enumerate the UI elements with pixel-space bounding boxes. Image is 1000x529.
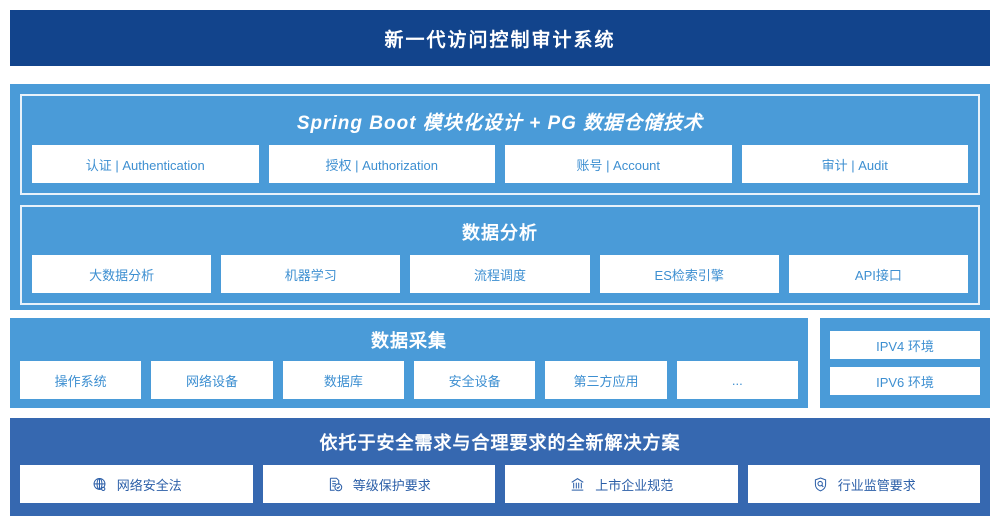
- tech-card-row: 认证 | Authentication 授权 | Authorization 账…: [32, 145, 968, 183]
- tech-card[interactable]: 授权 | Authorization: [268, 145, 495, 183]
- solution-layer: 依托于安全需求与合理要求的全新解决方案 网络安全法: [10, 418, 990, 516]
- solution-title: 依托于安全需求与合理要求的全新解决方案: [319, 433, 681, 453]
- solution-card-grade-protection[interactable]: 等级保护要求: [262, 465, 495, 503]
- solution-card-label: 网络安全法: [116, 477, 182, 493]
- collection-card[interactable]: 网络设备: [151, 361, 273, 399]
- analysis-card[interactable]: 机器学习: [221, 255, 401, 293]
- page-title: 新一代访问控制审计系统: [384, 29, 616, 51]
- collection-card[interactable]: 第三方应用: [545, 361, 667, 399]
- analysis-card[interactable]: 大数据分析: [32, 255, 212, 293]
- collection-title: 数据采集: [371, 331, 447, 351]
- analysis-panel-title: 数据分析: [462, 223, 538, 243]
- collection-panel: 数据采集 操作系统 网络设备 数据库 安全设备 第三方应用 ...: [10, 318, 808, 408]
- tech-card[interactable]: 账号 | Account: [505, 145, 732, 183]
- panel-spacer: [20, 195, 980, 205]
- solution-card-label: 等级保护要求: [352, 477, 431, 493]
- tech-card[interactable]: 审计 | Audit: [741, 145, 968, 183]
- tech-panel-title: Spring Boot 模块化设计 + PG 数据仓储技术: [296, 113, 704, 134]
- environment-panel: IPV4 环境 IPV6 环境: [820, 318, 990, 408]
- globe-icon: [91, 476, 108, 493]
- solution-card-label: 行业监管要求: [837, 477, 916, 493]
- collection-card[interactable]: 数据库: [282, 361, 404, 399]
- collection-card-more[interactable]: ...: [676, 361, 798, 399]
- analysis-panel: 数据分析 大数据分析 机器学习 流程调度 ES检索引擎 API接口: [20, 205, 980, 305]
- tech-panel: Spring Boot 模块化设计 + PG 数据仓储技术 认证 | Authe…: [20, 94, 980, 195]
- solution-card-industry-regulation[interactable]: 行业监管要求: [747, 465, 980, 503]
- environment-card-ipv4[interactable]: IPV4 环境: [830, 331, 980, 359]
- solution-card-label: 上市企业规范: [595, 477, 674, 493]
- document-check-icon: [327, 476, 344, 493]
- platform-layer: Spring Boot 模块化设计 + PG 数据仓储技术 认证 | Authe…: [10, 84, 990, 310]
- analysis-card-row: 大数据分析 机器学习 流程调度 ES检索引擎 API接口: [32, 255, 969, 293]
- collection-card[interactable]: 安全设备: [413, 361, 536, 399]
- tech-card[interactable]: 认证 | Authentication: [32, 145, 259, 183]
- analysis-card[interactable]: 流程调度: [410, 255, 590, 293]
- solution-card-network-security-law[interactable]: 网络安全法: [20, 465, 253, 503]
- collection-card-row: 操作系统 网络设备 数据库 安全设备 第三方应用 ...: [20, 361, 798, 399]
- bank-icon: [569, 476, 586, 493]
- collection-card[interactable]: 操作系统: [20, 361, 142, 399]
- solution-card-listed-company-norms[interactable]: 上市企业规范: [505, 465, 738, 503]
- analysis-card[interactable]: ES检索引擎: [599, 255, 779, 293]
- analysis-card[interactable]: API接口: [788, 255, 969, 293]
- collection-layer: 数据采集 操作系统 网络设备 数据库 安全设备 第三方应用 ... IPV4 环…: [10, 318, 990, 408]
- solution-card-row: 网络安全法 等级保护要求: [20, 465, 980, 503]
- header-bar: 新一代访问控制审计系统: [10, 10, 990, 66]
- environment-card-ipv6[interactable]: IPV6 环境: [830, 367, 980, 395]
- shield-search-icon: [812, 476, 829, 493]
